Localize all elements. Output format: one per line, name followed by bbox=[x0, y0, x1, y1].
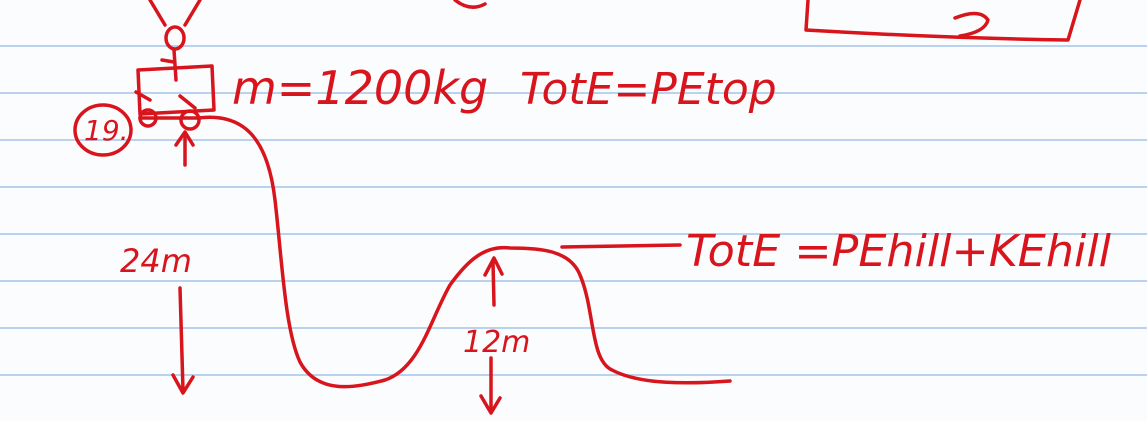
problem-number-circle bbox=[73, 103, 133, 157]
height-start-label: 24m bbox=[120, 242, 192, 280]
top-cropped-strokes bbox=[148, 0, 1082, 42]
roller-coaster-car-icon bbox=[134, 64, 216, 131]
height-arrow-12m bbox=[479, 256, 504, 415]
energy-top-equation: TotE=PEtop bbox=[520, 64, 777, 115]
track-curve bbox=[196, 115, 732, 389]
height-arrow-24m bbox=[171, 130, 195, 395]
energy-hill-equation: TotE =PEhill+KEhill bbox=[686, 226, 1112, 277]
stick-figure-icon bbox=[160, 25, 186, 82]
hill-leader-line bbox=[560, 243, 682, 249]
problem-number: 19. bbox=[84, 114, 129, 147]
height-hill-label: 12m bbox=[463, 325, 530, 360]
mass-label: m=1200kg bbox=[232, 61, 488, 115]
